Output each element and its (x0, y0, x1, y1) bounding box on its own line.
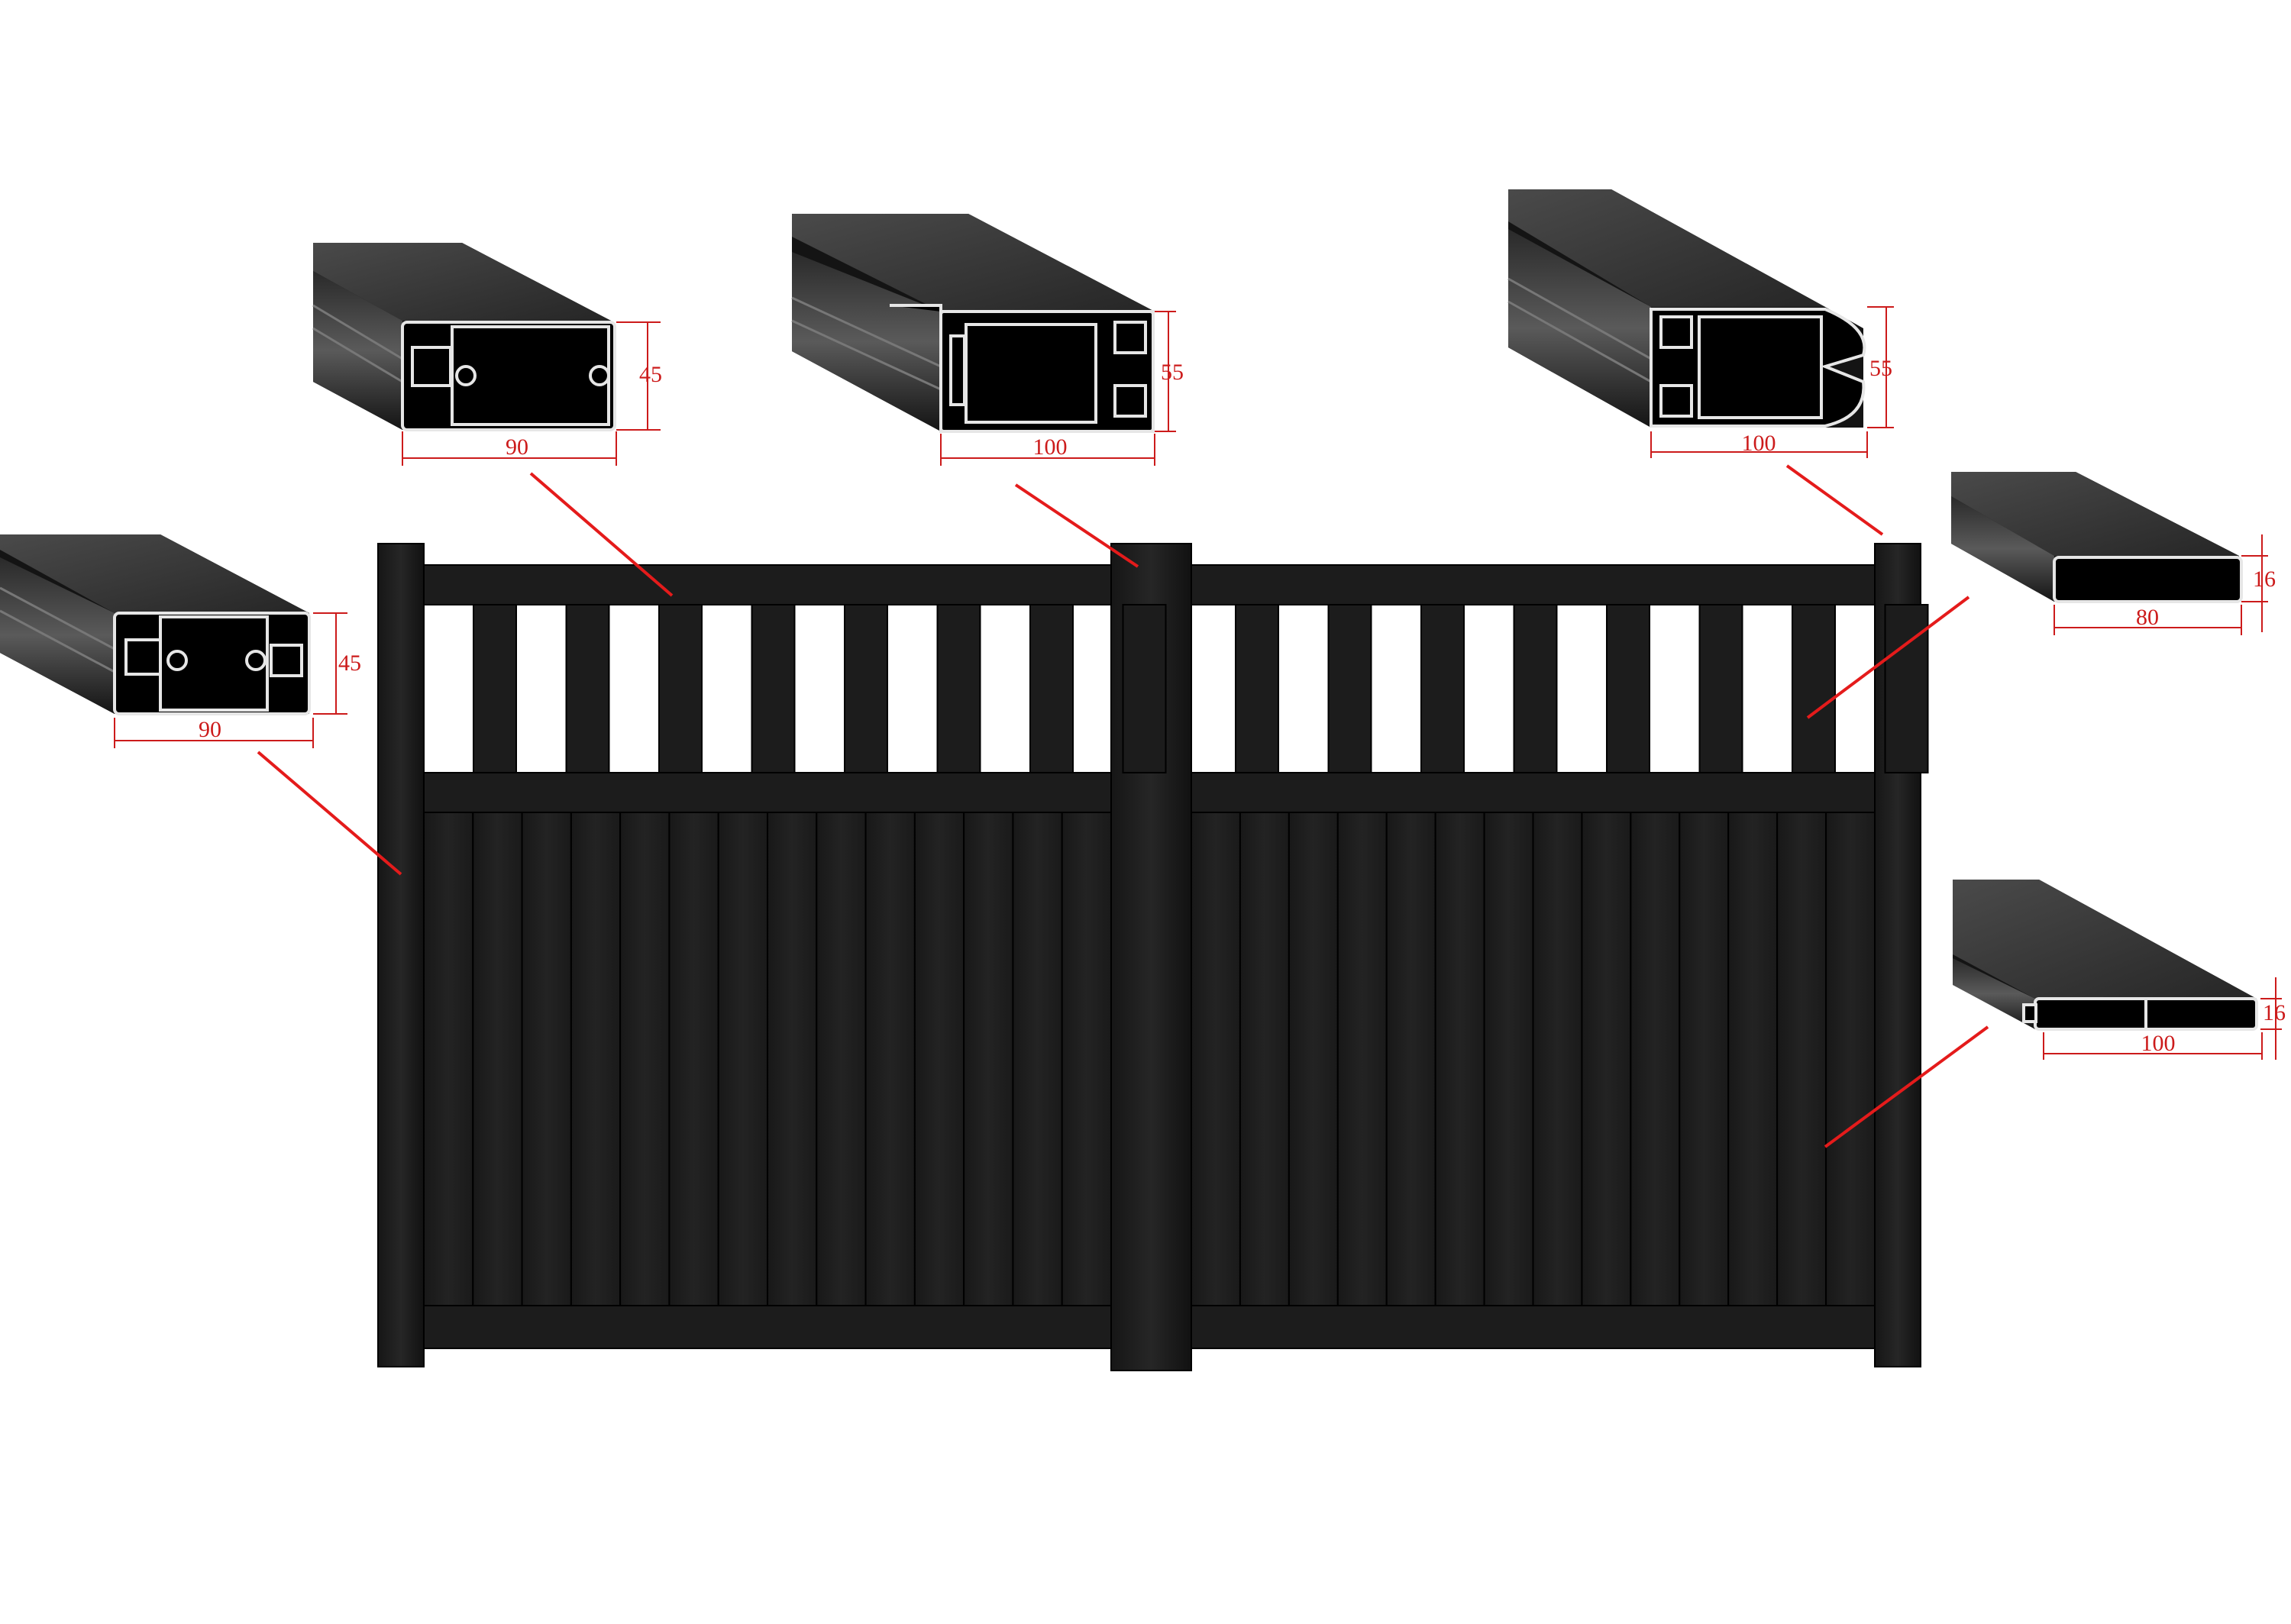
panel-board (1191, 812, 1241, 1306)
picket (1029, 604, 1074, 773)
panel-board (1239, 812, 1290, 1306)
panel-board-profile: 100 16 (1953, 880, 2286, 1060)
profile-top-face (0, 534, 309, 613)
left-panel-boards (423, 812, 1112, 1306)
top-rail-width-label: 90 (506, 434, 528, 460)
picket-width-label: 80 (2136, 605, 2159, 630)
profile-cross-section (401, 321, 616, 431)
center-post-height-label: 55 (1161, 360, 1184, 385)
panel-board (668, 812, 719, 1306)
picket (658, 604, 703, 773)
picket (1235, 604, 1279, 773)
picket-profile: 80 16 (1951, 472, 2276, 635)
end-post-profile: 100 55 (1507, 189, 1894, 458)
picket (751, 604, 796, 773)
profile-cross-section (1650, 308, 1866, 428)
picket (473, 604, 517, 773)
panel-board (472, 812, 523, 1306)
profile-top-face (1951, 472, 2239, 556)
picket (936, 604, 981, 773)
picket (1884, 604, 1929, 773)
picket (1327, 604, 1372, 773)
panel-board (1385, 812, 1436, 1306)
panel-board (521, 812, 572, 1306)
right-panel-boards (1191, 812, 1876, 1306)
panel-board (570, 812, 622, 1306)
picket (1792, 604, 1836, 773)
profile-top-face (313, 243, 611, 321)
right-mid-rail (1191, 772, 1876, 813)
left-mid-rail (423, 772, 1112, 813)
panel-board (1630, 812, 1681, 1306)
panel-board (963, 812, 1014, 1306)
panel-board (913, 812, 965, 1306)
panel-board (1581, 812, 1632, 1306)
picket (1420, 604, 1465, 773)
leader-picket (1806, 596, 1970, 719)
panel-board (1776, 812, 1827, 1306)
double-gate (377, 543, 1929, 1371)
panel-board (767, 812, 818, 1306)
picket-height-label: 16 (2253, 567, 2276, 592)
panel-board (1012, 812, 1063, 1306)
panel-board (717, 812, 769, 1306)
hinge-post-height-label: 45 (338, 651, 361, 676)
panel-board (1434, 812, 1485, 1306)
panel-board (1483, 812, 1534, 1306)
right-pickets (1235, 604, 1929, 773)
right-bottom-rail (1191, 1305, 1876, 1349)
leader-center-post (1014, 483, 1139, 568)
picket (844, 604, 888, 773)
right-top-rail (1191, 564, 1876, 605)
center-post-profile: 100 55 (791, 214, 1184, 466)
leader-top-rail (529, 472, 674, 597)
profile-top-face (1508, 189, 1825, 307)
panel-board (1727, 812, 1779, 1306)
panel-board (1061, 812, 1112, 1306)
panel-board (816, 812, 867, 1306)
top-rail-height-label: 45 (639, 362, 662, 387)
profile-top-face (792, 214, 1155, 312)
end-post-width-label: 100 (1742, 431, 1776, 456)
leader-hinge-post (257, 751, 402, 876)
profile-cross-section (113, 612, 311, 715)
panel-board (864, 812, 916, 1306)
left-bottom-rail (423, 1305, 1112, 1349)
panel-board (1679, 812, 1730, 1306)
end-post-height-label: 55 (1869, 356, 1892, 381)
picket (1513, 604, 1558, 773)
left-pickets (473, 604, 1167, 773)
top-rail-profile: 90 45 (312, 243, 662, 466)
panel-board (423, 812, 474, 1306)
profile-cross-section (2022, 997, 2258, 1031)
panel-board-width-label: 100 (2141, 1031, 2176, 1056)
panel-board (1288, 812, 1339, 1306)
leader-end-post (1785, 464, 1884, 536)
panel-board (619, 812, 670, 1306)
leader-lines (257, 464, 1989, 1148)
left-top-rail (423, 564, 1112, 605)
profile-cross-section (890, 304, 1155, 433)
center-post-width-label: 100 (1033, 434, 1068, 460)
profile-cross-section (2053, 556, 2243, 603)
hinge-post-profile: 90 45 (0, 534, 361, 748)
hinge-post-width-label: 90 (199, 717, 221, 742)
panel-board (1336, 812, 1388, 1306)
picket (565, 604, 610, 773)
picket (1606, 604, 1650, 773)
picket (1698, 604, 1743, 773)
panel-board-height-label: 16 (2263, 1000, 2286, 1025)
panel-board (1532, 812, 1583, 1306)
leader-panel-board (1824, 1025, 1989, 1148)
left-post (377, 543, 425, 1367)
profile-top-face (1953, 880, 2257, 999)
panel-board (1825, 812, 1876, 1306)
picket (1122, 604, 1167, 773)
